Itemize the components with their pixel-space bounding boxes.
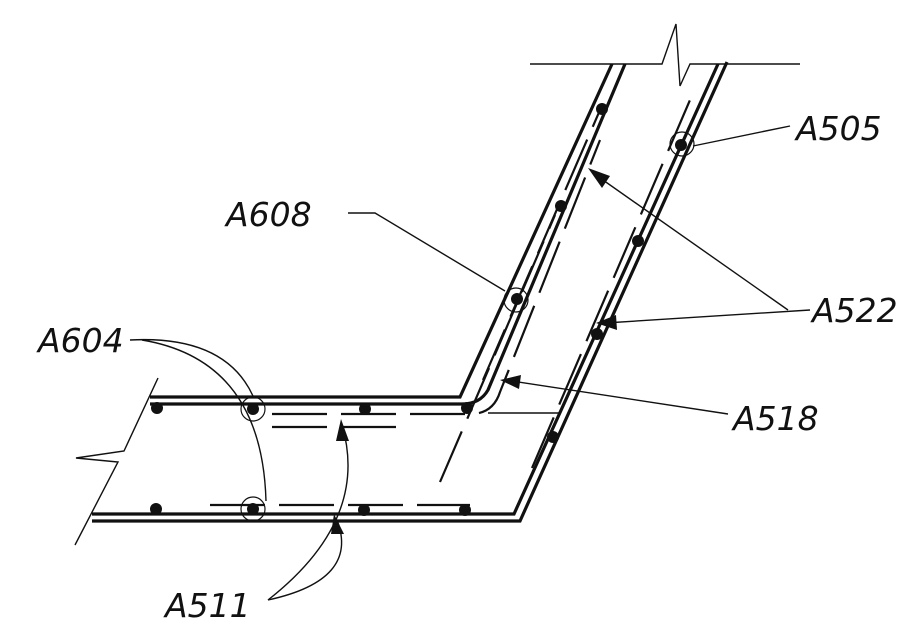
top-break-line [530,23,800,87]
bar-dot [596,103,608,115]
bar-dot [151,402,163,414]
bar-dot [150,503,162,515]
bar-dot [547,431,559,443]
leader-a511-outer [267,424,349,601]
leader-a604-lower [141,339,267,502]
highlight-ring-a604-bottom [240,496,266,522]
bar-dot [359,403,371,415]
highlight-ring-a505 [669,131,695,157]
highlight-ring-a604-top [240,396,266,422]
leader-a522-lower [604,309,811,324]
bar-dot [459,504,471,516]
leader-a511-inner [267,519,343,601]
label-a511: A511 [163,586,251,625]
bar-dot [555,200,567,212]
leader-a518 [504,379,729,415]
label-a608: A608 [224,195,312,234]
arrowhead-a522-lower [596,315,617,330]
bar-dot [511,293,523,305]
leader-a505 [692,125,791,147]
bar-dot [591,328,603,340]
rebar-top-bent-bar [150,63,627,406]
bar-dot [675,139,687,151]
concrete-outline-lower [92,61,729,523]
arrowhead-a522-upper [588,168,610,188]
left-break-line [74,377,159,546]
concrete-outline-upper [150,63,614,399]
leader-a608 [348,212,506,292]
bar-dot [247,503,259,515]
bar-dot [358,504,370,516]
leader-a604-upper [129,338,254,397]
rebar-a522-inner-bar [481,109,602,381]
label-a518: A518 [731,399,819,438]
label-a604: A604 [36,321,124,360]
bar-dot [247,403,259,415]
leader-a522-upper [592,172,789,311]
arrowhead-a511-outer [336,419,349,441]
label-a522: A522 [810,291,898,330]
rebar-bottom-bent-bar [92,63,720,516]
highlight-ring-a608 [503,287,529,313]
label-a505: A505 [794,109,882,148]
rebar-a518-corner-bar [272,139,602,416]
bar-dot [461,402,473,414]
arrowhead-a511-inner [331,514,344,534]
arrowhead-a518 [500,375,521,389]
bar-dot [632,235,644,247]
